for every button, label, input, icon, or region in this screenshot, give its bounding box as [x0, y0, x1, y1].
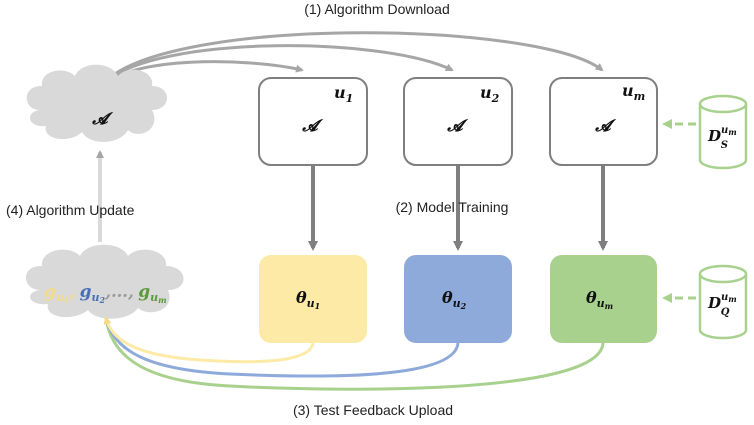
step-training-label: (2) Model Training [396, 199, 509, 215]
feedback-arrow-u1 [103, 316, 315, 364]
model-label: θu2 [442, 288, 467, 311]
cloud-shape [26, 64, 167, 142]
user-column-2: u2 𝓐 θu2 [403, 77, 513, 343]
model-label: θu1 [296, 288, 320, 311]
model-label: θum [586, 288, 613, 311]
download-arrow-um [98, 31, 604, 89]
user-label: u2 [480, 83, 500, 105]
gradient-u1: gu1 [44, 282, 69, 305]
support-cylinder-top [698, 94, 748, 114]
query-cylinder-top [698, 264, 748, 284]
model-box [404, 255, 512, 343]
user-column-m: um 𝓐 θum [549, 77, 658, 343]
server-cloud-top: 𝓐 [26, 64, 167, 142]
step-feedback-label: (3) Test Feedback Upload [293, 402, 453, 418]
user-label: u1 [334, 83, 353, 105]
gradient-list: gu1, gu2,…, gum [44, 282, 167, 305]
step-update-label: (4) Algorithm Update [6, 202, 135, 218]
feedback-arrow-u2 [104, 317, 460, 378]
download-arrow-u2 [98, 44, 454, 89]
feedback-arrow-um [104, 317, 605, 391]
step-download-label: (1) Algorithm Download [304, 1, 450, 17]
feedback-arrows [103, 316, 605, 391]
query-cylinder-icon [698, 274, 748, 340]
server-cloud-bottom [26, 244, 184, 319]
gradient-u2: gu2 [80, 282, 106, 305]
model-box [550, 255, 657, 343]
user-label: um [622, 81, 645, 103]
model-box [259, 255, 367, 343]
cloud-shape [26, 244, 184, 319]
user-column-1: u1 𝓐 θu1 [258, 77, 368, 343]
gradient-um: gum [138, 282, 166, 305]
support-cylinder-icon [698, 104, 748, 170]
